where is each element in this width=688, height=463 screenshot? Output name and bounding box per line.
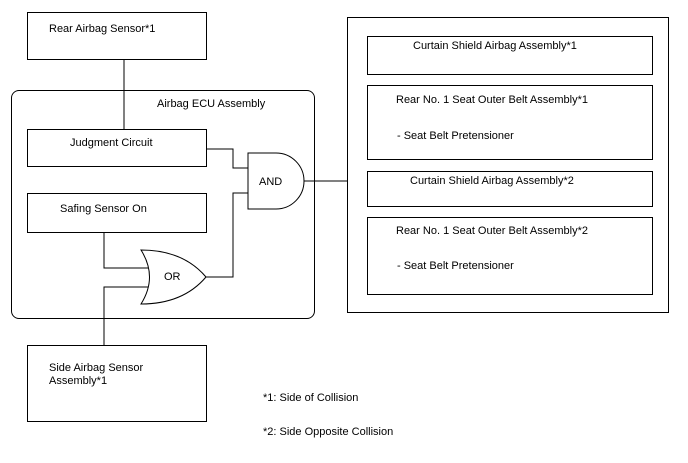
seat-belt-2-sub: - Seat Belt Pretensioner (397, 260, 514, 272)
note-1: *1: Side of Collision (263, 392, 359, 404)
airbag-ecu-title: Airbag ECU Assembly (157, 98, 266, 110)
and-gate (247, 152, 305, 210)
seat-belt-1-box (367, 85, 653, 160)
safing-sensor-box (27, 193, 207, 233)
curtain-airbag-1-label: Curtain Shield Airbag Assembly*1 (413, 40, 577, 52)
seat-belt-1-sub: - Seat Belt Pretensioner (397, 130, 514, 142)
or-to-and-wire (206, 192, 248, 278)
or-gate-label: OR (164, 271, 181, 283)
curtain-airbag-1-box (367, 36, 653, 75)
seat-belt-2-label: Rear No. 1 Seat Outer Belt Assembly*2 (396, 225, 588, 237)
judgment-circuit-box (27, 129, 207, 167)
judgment-to-and-wire (206, 148, 248, 169)
side-airbag-sensor-label-line2: Assembly*1 (49, 375, 108, 387)
judgment-circuit-label: Judgment Circuit (70, 137, 153, 149)
rear-airbag-sensor-box (27, 12, 207, 60)
safing-to-or-wire (103, 232, 151, 269)
note-2: *2: Side Opposite Collision (263, 426, 394, 438)
side-airbag-sensor-label-line1: Side Airbag Sensor (49, 362, 144, 374)
or-gate (140, 249, 207, 305)
and-gate-label: AND (259, 176, 283, 188)
seat-belt-2-box (367, 217, 653, 295)
side-airbag-sensor-box (27, 345, 207, 422)
airbag-ecu-assembly (11, 90, 315, 319)
seat-belt-1-label: Rear No. 1 Seat Outer Belt Assembly*1 (396, 94, 588, 106)
curtain-airbag-2-box (367, 171, 653, 207)
curtain-airbag-2-label: Curtain Shield Airbag Assembly*2 (410, 175, 574, 187)
safing-sensor-label: Safing Sensor On (60, 203, 147, 215)
side-sensor-to-or-wire (103, 286, 151, 345)
rear-airbag-sensor-label: Rear Airbag Sensor*1 (49, 23, 156, 35)
